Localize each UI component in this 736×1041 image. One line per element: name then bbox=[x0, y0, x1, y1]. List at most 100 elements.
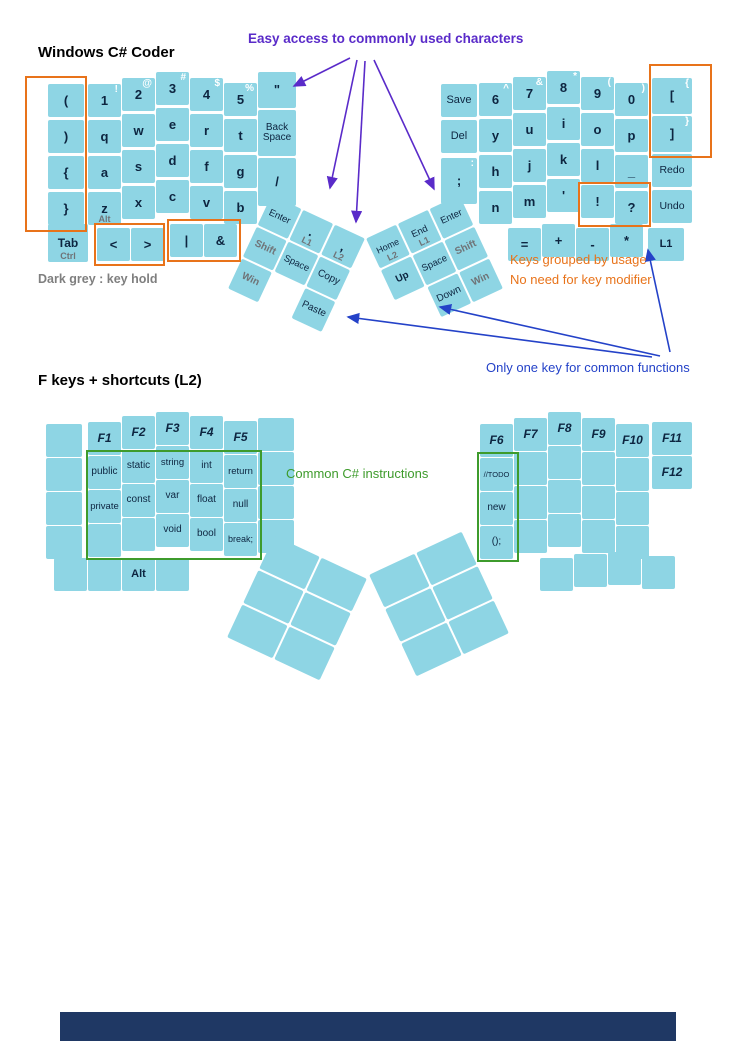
layer1-title: Windows C# Coder bbox=[38, 44, 175, 61]
key-double-quote: " bbox=[258, 72, 296, 108]
key-return: return bbox=[224, 455, 257, 488]
box-exclaim-question bbox=[578, 182, 651, 227]
key-v: v bbox=[190, 186, 223, 219]
key-k: k bbox=[547, 143, 580, 176]
key-blank bbox=[54, 558, 87, 591]
key-static: static bbox=[122, 450, 155, 483]
key-blank bbox=[46, 526, 82, 559]
key-f12: F12 bbox=[652, 456, 692, 489]
key-e: e bbox=[156, 108, 189, 141]
key-f10: F10 bbox=[616, 424, 649, 457]
key-o: o bbox=[581, 113, 614, 146]
footer-bar bbox=[60, 1012, 676, 1041]
key-blank bbox=[514, 486, 547, 519]
key-blank bbox=[258, 452, 294, 485]
key-b: b bbox=[224, 191, 257, 224]
key-const: const bbox=[122, 484, 155, 517]
key-f5: F5 bbox=[224, 421, 257, 454]
key-bool: bool bbox=[190, 518, 223, 551]
key-3: 3# bbox=[156, 72, 189, 105]
key-c: c bbox=[156, 180, 189, 213]
key-i: i bbox=[547, 107, 580, 140]
key-undo: Undo bbox=[652, 190, 692, 223]
key-9: 9( bbox=[581, 77, 614, 110]
key-blank bbox=[608, 552, 641, 585]
key-f9: F9 bbox=[582, 418, 615, 451]
key-less-than: < bbox=[97, 228, 130, 261]
key-null: null bbox=[224, 489, 257, 522]
key-save: Save bbox=[441, 84, 477, 117]
one-key-note: Only one key for common functions bbox=[486, 360, 690, 375]
key-float: float bbox=[190, 484, 223, 517]
key-new: new bbox=[480, 492, 513, 525]
easy-access-note: Easy access to commonly used characters bbox=[248, 31, 524, 46]
key-y: y bbox=[479, 119, 512, 152]
key-1: 1! bbox=[88, 84, 121, 117]
key-symbol: ]} bbox=[652, 116, 692, 152]
key-2: 2@ bbox=[122, 78, 155, 111]
key-greater-than: > bbox=[131, 228, 164, 261]
key-blank bbox=[156, 558, 189, 591]
key-j: j bbox=[513, 149, 546, 182]
key-blank bbox=[582, 520, 615, 553]
key-f4: F4 bbox=[190, 416, 223, 449]
key-s: s bbox=[122, 150, 155, 183]
key-f2: F2 bbox=[122, 416, 155, 449]
key-ampersand: & bbox=[204, 224, 237, 257]
key-blank bbox=[582, 452, 615, 485]
key-equals: = bbox=[508, 228, 541, 261]
key-blank bbox=[122, 518, 155, 551]
box-left-brackets bbox=[25, 76, 87, 232]
key-q: q bbox=[88, 120, 121, 153]
key-asterisk: * bbox=[610, 224, 643, 257]
key-apostrophe: ' bbox=[547, 179, 580, 212]
key-blank bbox=[642, 556, 675, 589]
key-break: break; bbox=[224, 523, 257, 556]
key-var: var bbox=[156, 480, 189, 513]
key-a: a bbox=[88, 156, 121, 189]
key-minus: - bbox=[576, 228, 609, 261]
key-plus: + bbox=[542, 224, 575, 257]
box-square-brackets bbox=[649, 64, 712, 158]
box-angle-keys bbox=[94, 223, 165, 266]
key-6: 6^ bbox=[479, 83, 512, 116]
key-4: 4$ bbox=[190, 78, 223, 111]
no-modifier-note: No need for key modifier bbox=[510, 272, 652, 287]
key-l1: L1 bbox=[648, 228, 684, 261]
key-r: r bbox=[190, 114, 223, 147]
key-blank bbox=[616, 492, 649, 525]
key-paren-open: ( bbox=[48, 84, 84, 117]
key-f: f bbox=[190, 150, 223, 183]
key-private: private bbox=[88, 490, 121, 523]
box-csharp-right bbox=[477, 452, 519, 562]
key-del: Del bbox=[441, 120, 477, 153]
key-blank bbox=[258, 418, 294, 451]
key-m: m bbox=[513, 185, 546, 218]
key-f3: F3 bbox=[156, 412, 189, 445]
key-brace-open: { bbox=[48, 156, 84, 189]
key-blank bbox=[88, 524, 121, 557]
key-blank bbox=[88, 558, 121, 591]
key-u: u bbox=[513, 113, 546, 146]
key-void: void bbox=[156, 514, 189, 547]
key-public: public bbox=[88, 456, 121, 489]
box-pipe-amp bbox=[167, 219, 241, 262]
key-blank bbox=[582, 486, 615, 519]
key-blank bbox=[46, 458, 82, 491]
key-f8: F8 bbox=[548, 412, 581, 445]
key-blank bbox=[540, 558, 573, 591]
key-7: 7& bbox=[513, 77, 546, 110]
key-parens-semicolon: (); bbox=[480, 526, 513, 559]
key-0: 0) bbox=[615, 83, 648, 116]
key-blank bbox=[514, 452, 547, 485]
key-exclamation: ! bbox=[581, 185, 614, 218]
key-w: w bbox=[122, 114, 155, 147]
key-paren-close: ) bbox=[48, 120, 84, 153]
key-8: 8* bbox=[547, 71, 580, 104]
key-blank bbox=[574, 554, 607, 587]
key-redo: Redo bbox=[652, 154, 692, 187]
key-back-space: Back Space bbox=[258, 110, 296, 156]
